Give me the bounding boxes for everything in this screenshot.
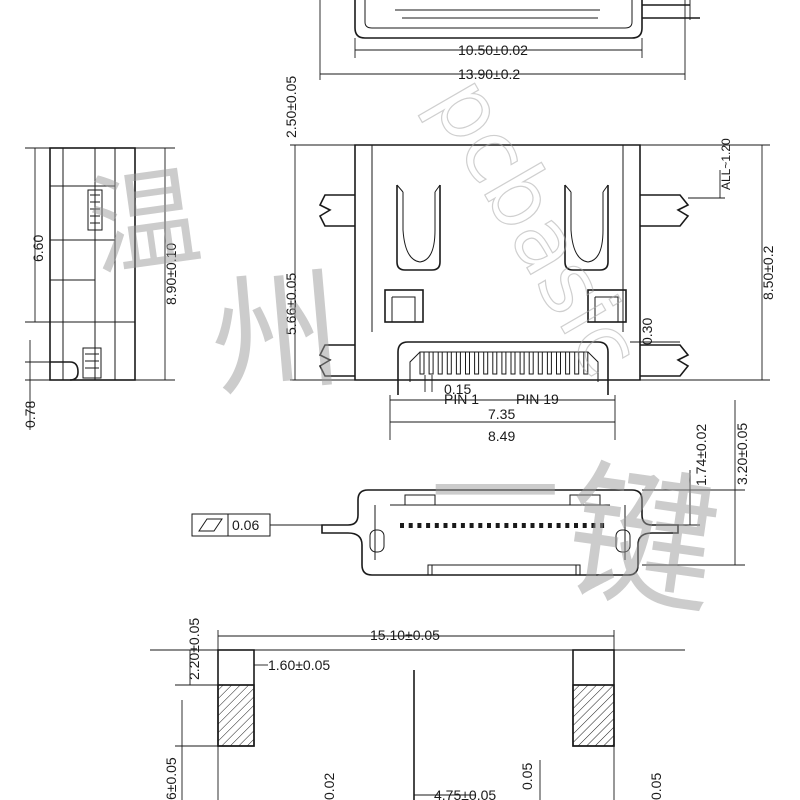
front-pin [528,351,534,375]
flatness-value: 0.06 [232,517,259,533]
dim-front-all: ALL~1.20 [719,138,733,190]
front-pin [583,351,589,375]
profile-pin-row [400,523,605,528]
label-pin-last: PIN 19 [516,391,559,407]
profile-pin [504,523,509,528]
dim-pin-pitch: 0.15 [444,381,471,397]
dim-front-gap: 0.30 [639,318,655,345]
dim-profile-320: 3.20±0.05 [734,423,750,485]
profile-pin [426,523,431,528]
front-pin [492,351,498,375]
footprint-view [150,630,685,800]
dim-fp-475: 4.75±0.05 [434,787,496,800]
svg-text:键: 键 [556,445,729,638]
dim-front-body: 5.66±0.05 [283,273,299,335]
front-pin [556,351,561,375]
profile-pin [443,523,448,528]
dim-inner-width: 10.50±0.02 [458,42,528,58]
front-pin [474,351,480,375]
svg-text:温: 温 [81,151,208,293]
front-pin [437,351,443,375]
front-pin [419,351,425,375]
front-pin [519,351,525,375]
front-pin [501,351,507,375]
profile-pin [400,523,404,528]
dim-front-width: 8.49 [488,428,515,444]
svg-text:一: 一 [430,419,560,571]
profile-pin [591,523,596,528]
dim-front-top: 2.50±0.05 [283,76,299,138]
dim-side-660: 6.60 [30,235,46,262]
profile-pin [495,523,500,528]
side-view [25,147,175,430]
front-pin [428,351,434,375]
front-pin [574,351,580,375]
dim-fp-mid2-partial: 0.05 [519,763,535,790]
dim-fp-160: 1.60±0.05 [268,657,330,673]
profile-pin [600,523,605,528]
profile-pin [460,523,465,528]
front-pin [565,351,571,375]
svg-text:州: 州 [205,254,348,417]
top-view [319,0,700,80]
dim-fp-left-partial: 6±0.05 [163,757,179,800]
front-pin [465,351,470,375]
profile-pin [547,523,552,528]
profile-pin [513,523,518,528]
profile-pin [417,523,422,528]
front-pin [546,351,552,375]
profile-pin [556,523,561,528]
front-pin-row [419,351,589,375]
dim-fp-220: 2.20±0.05 [186,618,202,680]
dim-front-height: 8.50±0.2 [760,245,776,300]
profile-pin [565,523,570,528]
profile-pin [487,523,491,528]
dim-profile-174: 1.74±0.02 [693,424,709,486]
label-pin-first: PIN 1 [444,391,479,407]
dim-fp-right-partial: 0.05 [648,773,664,800]
front-pin [455,351,461,375]
profile-pin [530,523,535,528]
profile-view [191,400,745,576]
profile-pin [521,523,526,528]
profile-pin [582,523,587,528]
dim-outer-width: 13.90±0.2 [458,66,520,82]
profile-pin [469,523,474,528]
profile-pin [539,523,544,528]
profile-pin [434,523,439,528]
dim-fp-mid1-partial: 0.02 [321,773,337,800]
dim-side-078: 0.78 [22,401,38,428]
dim-fp-1510: 15.10±0.05 [370,627,440,643]
profile-pin [478,523,483,528]
profile-pin [574,523,578,528]
profile-pin [452,523,457,528]
front-pin [510,351,516,375]
dim-side-890: 8.90±0.10 [163,243,179,305]
front-pin [537,351,543,375]
front-view [290,144,770,440]
watermark: 温 州 一 键 pcbasic [81,60,729,638]
front-pin [446,351,452,375]
dim-pin-span: 7.35 [488,406,515,422]
profile-pin [408,523,413,528]
front-pin [483,351,489,375]
